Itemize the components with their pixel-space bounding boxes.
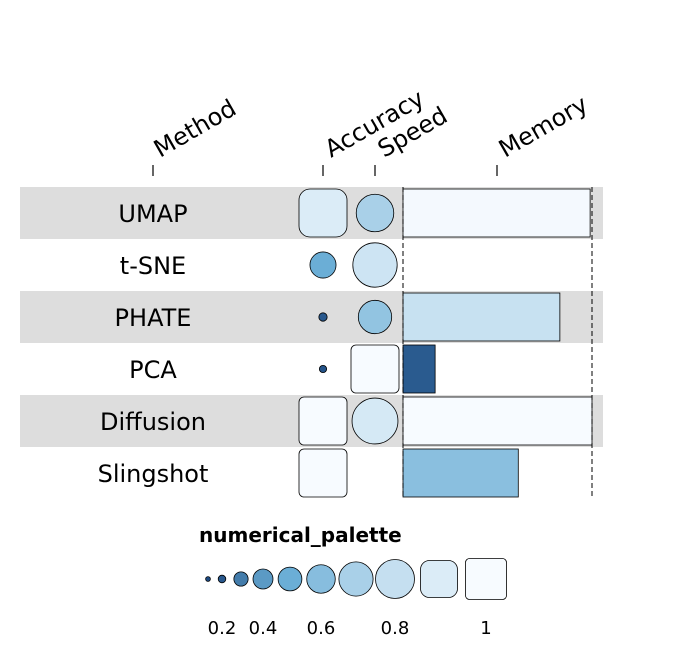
column-headers: Method Accuracy Speed Memory xyxy=(149,84,593,176)
row-label: PCA xyxy=(129,356,177,384)
row-label: Diffusion xyxy=(100,408,206,436)
speed-cell-circle xyxy=(351,397,399,445)
memory-guide-lines xyxy=(402,187,593,499)
speed-cell-circle xyxy=(352,242,398,288)
memory-bar xyxy=(402,448,519,498)
legend-swatch xyxy=(420,560,458,598)
accuracy-cell-rounded xyxy=(298,188,348,238)
row-label: PHATE xyxy=(115,304,192,332)
accuracy-cell-circle xyxy=(318,364,328,374)
column-header-method: Method xyxy=(149,94,241,163)
legend-swatch xyxy=(205,576,211,582)
accuracy-cell-circle xyxy=(309,251,337,279)
accuracy-cell-circle xyxy=(318,312,328,322)
legend-swatch xyxy=(217,574,227,584)
column-header-memory: Memory xyxy=(494,90,593,163)
legend-tick-label: 0.6 xyxy=(307,618,336,639)
row-label: t-SNE xyxy=(120,252,186,280)
legend-swatch xyxy=(252,568,274,590)
legend-swatch xyxy=(465,558,507,600)
speed-cell-square xyxy=(350,344,400,394)
legend-swatch xyxy=(306,564,336,594)
memory-bar xyxy=(402,396,593,446)
row-label: Slingshot xyxy=(98,460,209,488)
legend-tick-label: 0.8 xyxy=(381,618,410,639)
legend-tick-label: 0.2 xyxy=(208,618,237,639)
accuracy-cell-square xyxy=(298,448,348,498)
memory-bar xyxy=(402,292,561,342)
legend-title: numerical_palette xyxy=(199,523,402,547)
legend: numerical_palette 0.2 0.4 0.6 0.8 1 xyxy=(199,523,507,639)
legend-swatch xyxy=(233,571,249,587)
memory-bar xyxy=(402,344,436,394)
memory-bar xyxy=(402,188,591,238)
legend-swatch xyxy=(375,559,415,599)
legend-tick-label: 0.4 xyxy=(249,618,278,639)
speed-cell-circle xyxy=(357,299,393,335)
legend-swatch xyxy=(338,561,374,597)
accuracy-cell-square xyxy=(298,396,348,446)
speed-cell-circle xyxy=(355,193,395,233)
legend-tick-label: 1 xyxy=(480,618,491,639)
legend-swatch xyxy=(277,566,303,592)
row-label: UMAP xyxy=(118,200,187,228)
